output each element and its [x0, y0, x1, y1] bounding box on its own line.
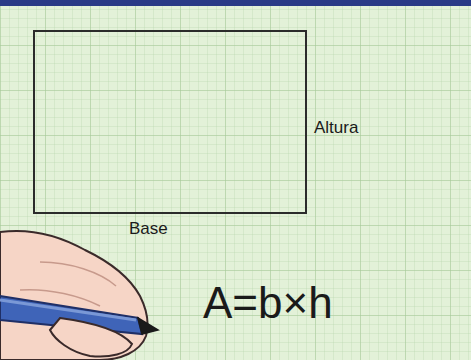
top-bar — [0, 0, 471, 6]
dimension-label: Altura — [314, 119, 358, 136]
hand-with-pen — [0, 231, 158, 360]
area-formula: A=b×h — [203, 281, 333, 325]
dimension-label: Base — [129, 220, 168, 237]
rectangle-shape — [34, 31, 306, 213]
